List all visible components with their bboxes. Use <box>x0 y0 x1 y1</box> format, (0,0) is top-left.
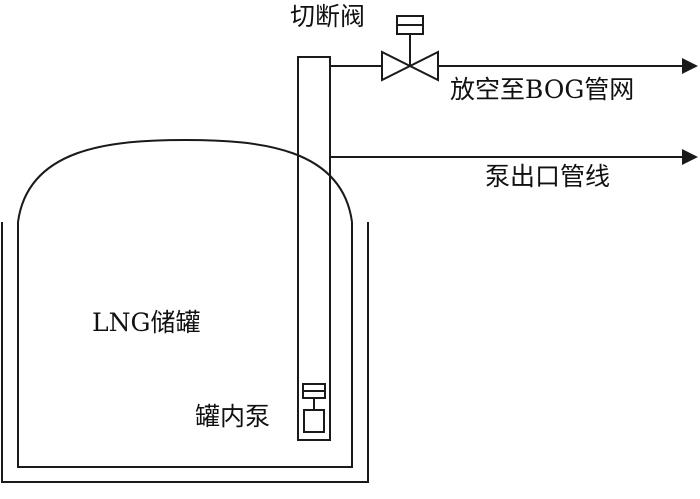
label-pump-outlet-line: 泵出口管线 <box>485 162 611 191</box>
arrowhead-vent <box>682 58 698 74</box>
pump-column <box>297 56 331 441</box>
label-vent-to-bog: 放空至BOG管网 <box>450 75 635 104</box>
label-lng-tank: LNG储罐 <box>92 308 201 337</box>
outer-containment <box>1 222 369 483</box>
arrowhead-outlet <box>682 149 698 165</box>
tank-dome <box>17 138 353 223</box>
pump-body <box>303 409 325 433</box>
label-shutoff-valve: 切断阀 <box>290 2 366 31</box>
label-in-tank-pump: 罐内泵 <box>195 402 271 431</box>
tank-outline <box>17 222 353 468</box>
